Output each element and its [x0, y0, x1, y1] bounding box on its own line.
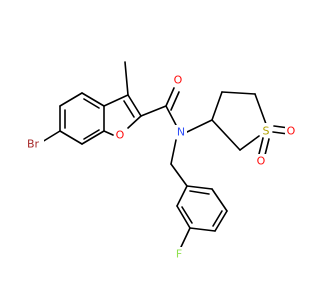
bonds [41, 61, 290, 248]
bond [140, 105, 167, 117]
bond [264, 138, 270, 156]
bond [59, 130, 83, 145]
bond [123, 100, 135, 118]
bond [254, 93, 267, 125]
bond [83, 129, 100, 140]
bond [103, 130, 114, 136]
furan-oxygen-atom: O [116, 129, 125, 142]
bond [211, 119, 241, 151]
bond [81, 130, 105, 145]
bond [176, 205, 191, 229]
bond [124, 61, 129, 96]
bond [81, 92, 105, 107]
bond [170, 139, 177, 165]
bond [211, 188, 228, 212]
bond [258, 137, 264, 155]
bond [189, 227, 216, 232]
atom-labels: Br O O N S O O F [24, 72, 297, 261]
bond [211, 91, 223, 121]
bond [170, 91, 180, 111]
bond [212, 210, 223, 227]
carbonyl-oxygen-atom: O [174, 74, 183, 87]
bond [176, 185, 188, 207]
bond [214, 210, 228, 232]
bond [221, 91, 256, 95]
sulfur-atom: S [263, 125, 270, 138]
bond [181, 206, 193, 224]
bond [170, 163, 188, 187]
fluorine-atom: F [176, 248, 182, 261]
bond [165, 105, 177, 126]
bromine-atom: Br [27, 138, 40, 151]
bond [83, 98, 100, 109]
bond [165, 87, 175, 107]
sulfone-oxygen-atom: O [287, 125, 296, 138]
bond [41, 130, 61, 143]
bond [189, 190, 210, 195]
bond [239, 135, 260, 151]
sulfone-oxygen-atom: O [257, 155, 266, 168]
bond [127, 94, 142, 117]
bond [186, 119, 213, 133]
molecule-structure: Br O O N S O O F [24, 61, 297, 261]
amide-nitrogen-atom: N [177, 126, 185, 139]
bond [103, 94, 129, 107]
bond [59, 92, 83, 107]
bond [180, 227, 191, 248]
bond [127, 115, 142, 129]
bond [186, 185, 213, 190]
